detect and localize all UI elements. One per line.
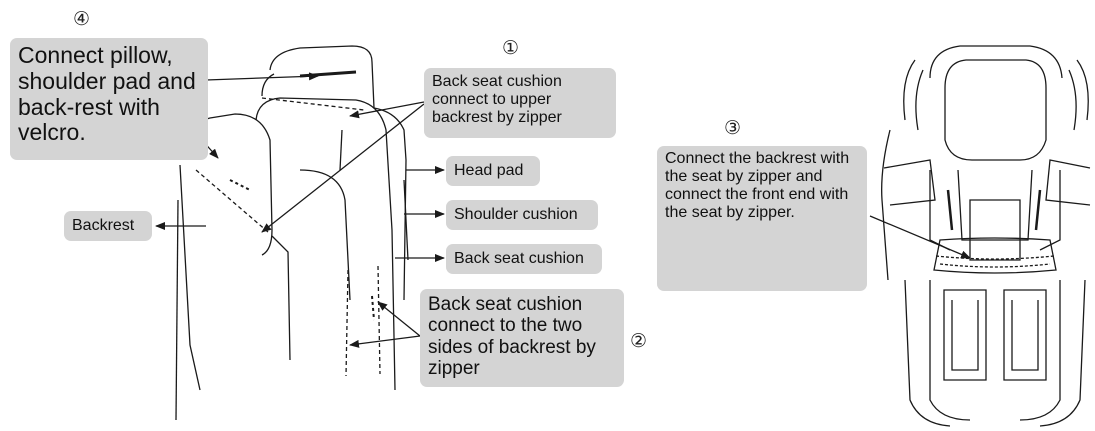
step-number-4: ④ [73,8,90,30]
label-head-pad: Head pad [446,156,540,186]
backrest-cushion-drawing [176,46,408,420]
step-number-3: ③ [724,117,741,139]
label-backrest: Backrest [64,211,152,241]
label-back-seat-cushion: Back seat cushion [446,244,602,274]
step-number-1: ① [502,37,519,59]
callout-sides-zipper: Back seat cushion connect to the two sid… [420,289,624,387]
callout-upper-zipper: Back seat cushion connect to upper backr… [424,68,616,138]
label-shoulder-cushion: Shoulder cushion [446,200,598,230]
callout-pillow-velcro: Connect pillow, shoulder pad and back-re… [10,38,208,160]
step-number-2: ② [630,330,647,352]
massage-chair-drawing [882,46,1095,426]
callout-seat-zipper: Connect the backrest with the seat by zi… [657,146,867,291]
